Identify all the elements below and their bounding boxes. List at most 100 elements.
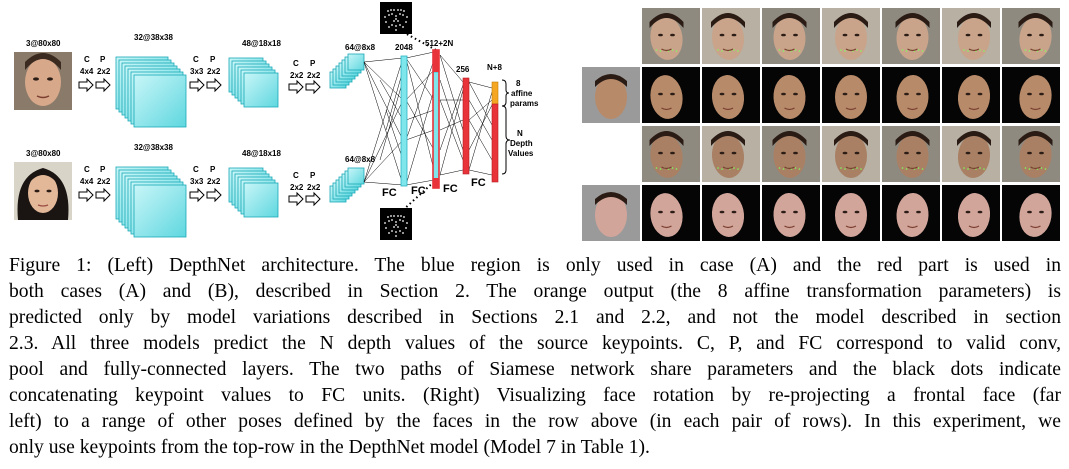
fc-layer-256	[462, 77, 470, 175]
top-op-pool-3: P	[310, 59, 316, 68]
grid-row-3-face-2	[702, 126, 760, 182]
bottom-kernel-conv-1: 4x4	[80, 177, 94, 186]
fc-layer-cyan-2	[432, 71, 440, 181]
bottom-featuremap-label-2: 48@18x18	[242, 149, 281, 158]
top-input-size-label: 3@80x80	[26, 39, 61, 48]
top-arrows-stage-2	[189, 77, 222, 93]
output-depth-values	[491, 103, 499, 183]
bottom-kernel-pool-2: 2x2	[207, 177, 221, 186]
affine-brace	[501, 79, 510, 107]
output-depth-text-3: Values	[508, 149, 534, 158]
bottom-input-face-photo	[14, 162, 72, 220]
grid-row-4-face-1	[642, 185, 700, 241]
output-affine-text-2: affine	[511, 89, 533, 98]
bottom-op-conv-1: C	[84, 165, 90, 174]
bottom-keypoint-thumbnail	[380, 208, 412, 240]
output-depth-text-1: N	[517, 129, 523, 138]
output-affine-text-3: params	[510, 99, 539, 108]
grid-row-4-source-face	[582, 185, 640, 241]
top-featuremap-label-2: 48@18x18	[242, 39, 281, 48]
output-depth-text-2: Depth	[510, 139, 533, 148]
bottom-op-pool-2: P	[210, 165, 216, 174]
top-featuremap-stack-3	[329, 53, 365, 89]
fc-layer-512-2n-top	[433, 50, 439, 72]
bottom-featuremap-label-1: 32@38x38	[134, 143, 173, 152]
grid-row-1-face-1	[642, 8, 700, 64]
caption-line-2: both cases (A) and (B), described in Sec…	[9, 281, 1061, 302]
grid-row-1-face-2	[702, 8, 760, 64]
figure-caption: Figure 1: (Left) DepthNet architecture. …	[9, 253, 1061, 461]
grid-row-3-face-6	[942, 126, 1000, 182]
top-op-conv-2: C	[193, 55, 199, 64]
grid-row-2-face-7	[1002, 67, 1060, 123]
grid-row-4-face-2	[702, 185, 760, 241]
grid-row-3-face-5	[882, 126, 940, 182]
top-featuremap-label-1: 32@38x38	[134, 33, 173, 42]
fc-label-1: FC	[382, 187, 397, 199]
top-kernel-pool-2: 2x2	[207, 67, 221, 76]
grid-row-1-face-5	[882, 8, 940, 64]
grid-row-4-face-6	[942, 185, 1000, 241]
bottom-kernel-pool-3: 2x2	[307, 183, 321, 192]
top-featuremap-label-3: 64@8x8	[345, 43, 376, 52]
caption-line-6: concatenating keypoint values to FC unit…	[9, 385, 1061, 406]
top-op-pool-1: P	[100, 55, 106, 64]
depthnet-architecture-diagram: 3@80x80 C P 4x4 2x2 32@38x38	[14, 2, 539, 240]
grid-row-4-face-4	[822, 185, 880, 241]
caption-line-5: pool and fully-connected layers. The two…	[9, 359, 1061, 380]
grid-row-2-face-2	[702, 67, 760, 123]
top-kernel-conv-2: 3x3	[190, 67, 204, 76]
bottom-featuremap-stack-2	[228, 167, 279, 218]
bottom-op-pool-1: P	[100, 165, 106, 174]
top-kernel-conv-3: 2x2	[290, 71, 304, 80]
caption-line-4: 2.3. All three models predict the N dept…	[9, 333, 1061, 354]
top-kernel-conv-1: 4x4	[80, 67, 94, 76]
fc-layer-2048	[400, 55, 408, 187]
caption-line-7: left) to a range of other poses defined …	[9, 411, 1061, 432]
bottom-input-size-label: 3@80x80	[26, 149, 61, 158]
top-arrows-stage-1	[78, 77, 111, 93]
figure-1: 3@80x80 C P 4x4 2x2 32@38x38	[14, 2, 1060, 241]
fc-label-4: FC	[471, 177, 486, 189]
bottom-kernel-pool-1: 2x2	[97, 177, 111, 186]
grid-row-4-face-5	[882, 185, 940, 241]
grid-row-1-face-7	[1002, 8, 1060, 64]
grid-row-2-face-1	[642, 67, 700, 123]
fc-size-512-2n-label: 512+2N	[425, 39, 453, 48]
grid-row-1-face-3	[762, 8, 820, 64]
depth-brace	[501, 105, 511, 175]
grid-row-3-face-7	[1002, 126, 1060, 182]
top-keypoint-thumbnail	[380, 2, 412, 34]
bottom-arrows-stage-2	[189, 187, 222, 203]
caption-line-3: predicted only by model variations descr…	[9, 307, 1061, 328]
caption-line-1: Figure 1: (Left) DepthNet architecture. …	[9, 255, 1061, 276]
face-rotation-photo-grid	[582, 8, 1060, 241]
output-affine-text-1: 8	[516, 79, 521, 88]
bottom-featuremap-stack-1	[115, 166, 187, 238]
bottom-kernel-conv-2: 3x3	[190, 177, 204, 186]
grid-row-2-face-3	[762, 67, 820, 123]
fc-label-2: FC	[411, 185, 426, 197]
grid-row-3-face-1	[642, 126, 700, 182]
grid-row-1-face-4	[822, 8, 880, 64]
fc-label-3: FC	[443, 183, 458, 195]
grid-row-2-source-face	[582, 67, 640, 123]
grid-row-3-face-4	[822, 126, 880, 182]
top-kernel-pool-1: 2x2	[97, 67, 111, 76]
grid-row-3-face-3	[762, 126, 820, 182]
top-kernel-pool-3: 2x2	[307, 71, 321, 80]
bottom-kernel-conv-3: 2x2	[290, 183, 304, 192]
bottom-featuremap-stack-3	[329, 167, 365, 203]
grid-row-2-face-6	[942, 67, 1000, 123]
fc-size-n8-label: N+8	[487, 63, 502, 72]
top-featuremap-stack-1	[115, 56, 187, 128]
grid-row-1-face-6	[942, 8, 1000, 64]
top-arrows-stage-3	[288, 79, 321, 95]
fc-connection-lines	[363, 51, 493, 186]
bottom-featuremap-label-3: 64@8x8	[345, 155, 376, 164]
bottom-op-conv-2: C	[193, 165, 199, 174]
top-op-conv-3: C	[293, 59, 299, 68]
grid-row-2-face-4	[822, 67, 880, 123]
grid-row-4-face-7	[1002, 185, 1060, 241]
fc-layer-512-2n-bottom	[433, 178, 439, 188]
